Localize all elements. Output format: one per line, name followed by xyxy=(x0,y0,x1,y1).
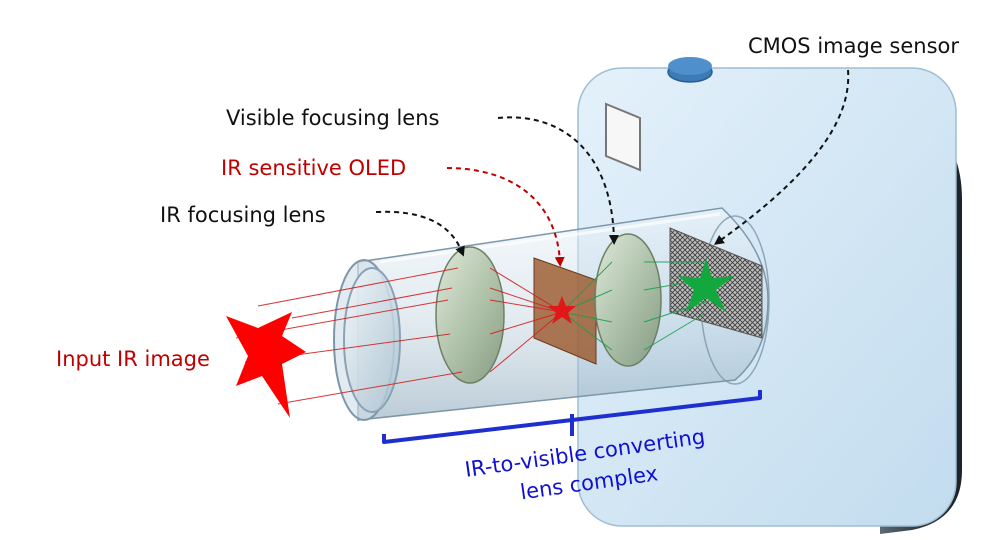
oled-label: IR sensitive OLED xyxy=(221,156,407,180)
cmos-sensor-label: CMOS image sensor xyxy=(748,34,959,58)
ir-lens-label: IR focusing lens xyxy=(160,203,326,227)
visible-lens-arrow xyxy=(497,116,619,245)
input-ir-star xyxy=(226,312,306,418)
oled-red-star xyxy=(548,296,576,324)
oled-arrow xyxy=(446,167,565,267)
tube-top-highlight xyxy=(379,212,721,264)
front-lens xyxy=(343,267,401,413)
ir-lens-arrow xyxy=(375,210,465,257)
ir-rays-converging xyxy=(489,267,563,373)
lens-complex-brace xyxy=(382,390,762,444)
sensor-green-star xyxy=(678,258,734,312)
viewfinder-window xyxy=(605,102,641,172)
ir-focusing-lens xyxy=(435,246,505,384)
visible-focusing-lens xyxy=(594,233,662,367)
shutter-button-top xyxy=(668,57,712,75)
visible-lens-label: Visible focusing lens xyxy=(226,106,440,130)
cmos-arrow xyxy=(713,69,850,245)
ir-rays-input xyxy=(235,267,463,405)
input-ir-image-label: Input IR image xyxy=(56,347,210,371)
